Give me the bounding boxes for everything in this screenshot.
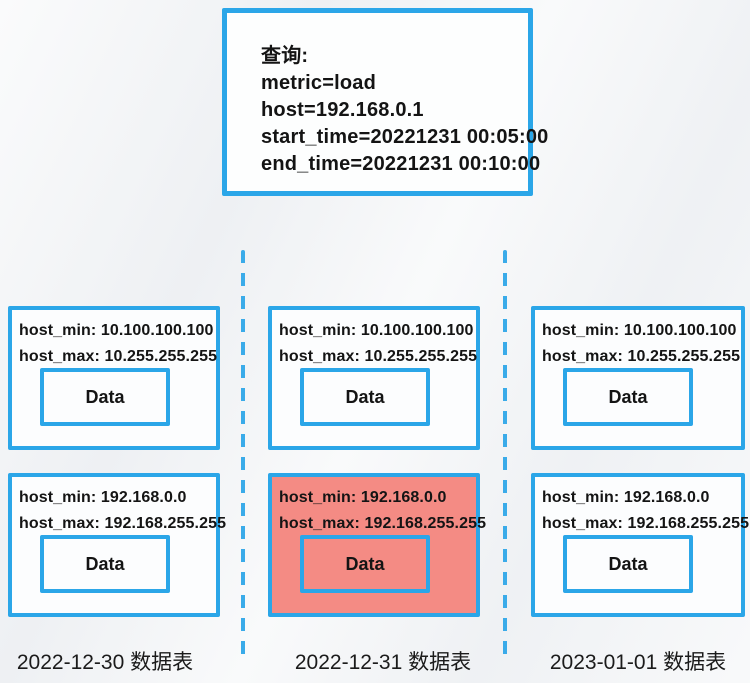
host-max-label: host_max: 10.255.255.255	[19, 348, 218, 365]
host-min-label: host_min: 10.100.100.100	[19, 322, 214, 339]
table-label-day2: 2022-12-31 数据表	[294, 651, 472, 674]
query-param-host: host=192.168.0.1	[261, 99, 424, 121]
partition-box-day1-range10: host_min: 10.100.100.100 host_max: 10.25…	[8, 306, 220, 450]
host-min-label: host_min: 10.100.100.100	[542, 322, 737, 339]
partition-box-day1-range192: host_min: 192.168.0.0 host_max: 192.168.…	[8, 473, 227, 617]
host-min-label: host_min: 192.168.0.0	[542, 489, 710, 506]
partition-box-day3-range192: host_min: 192.168.0.0 host_max: 192.168.…	[531, 473, 750, 617]
partition-box-day2-range192-matched: host_min: 192.168.0.0 host_max: 192.168.…	[268, 473, 487, 617]
table-label-day1: 2022-12-30 数据表	[16, 651, 194, 674]
host-min-label: host_min: 10.100.100.100	[279, 322, 474, 339]
table-label-day3: 2023-01-01 数据表	[549, 651, 727, 674]
host-max-label: host_max: 192.168.255.255	[279, 515, 487, 532]
data-box: Data	[40, 535, 170, 593]
data-box: Data	[563, 368, 693, 426]
partition-box-day3-range10: host_min: 10.100.100.100 host_max: 10.25…	[531, 306, 745, 450]
data-box: Data	[300, 535, 430, 593]
host-min-label: host_min: 192.168.0.0	[279, 489, 447, 506]
data-box: Data	[40, 368, 170, 426]
host-max-label: host_max: 10.255.255.255	[279, 348, 478, 365]
host-max-label: host_max: 10.255.255.255	[542, 348, 741, 365]
query-param-end-time: end_time=20221231 00:10:00	[261, 153, 541, 175]
host-max-label: host_max: 192.168.255.255	[19, 515, 227, 532]
data-label: Data	[345, 553, 385, 574]
data-label: Data	[608, 553, 648, 574]
query-param-metric: metric=load	[261, 72, 377, 94]
query-box: 查询: metric=load host=192.168.0.1 start_t…	[222, 8, 549, 196]
partition-box-day2-range10: host_min: 10.100.100.100 host_max: 10.25…	[268, 306, 480, 450]
data-box: Data	[300, 368, 430, 426]
data-label: Data	[345, 386, 385, 407]
host-max-label: host_max: 192.168.255.255	[542, 515, 750, 532]
column-divider-right	[503, 250, 507, 660]
data-label: Data	[85, 553, 125, 574]
data-label: Data	[608, 386, 648, 407]
data-label: Data	[85, 386, 125, 407]
data-box: Data	[563, 535, 693, 593]
query-param-start-time: start_time=20221231 00:05:00	[261, 126, 549, 148]
query-title: 查询:	[261, 45, 309, 67]
column-divider-left	[241, 250, 245, 660]
host-min-label: host_min: 192.168.0.0	[19, 489, 187, 506]
